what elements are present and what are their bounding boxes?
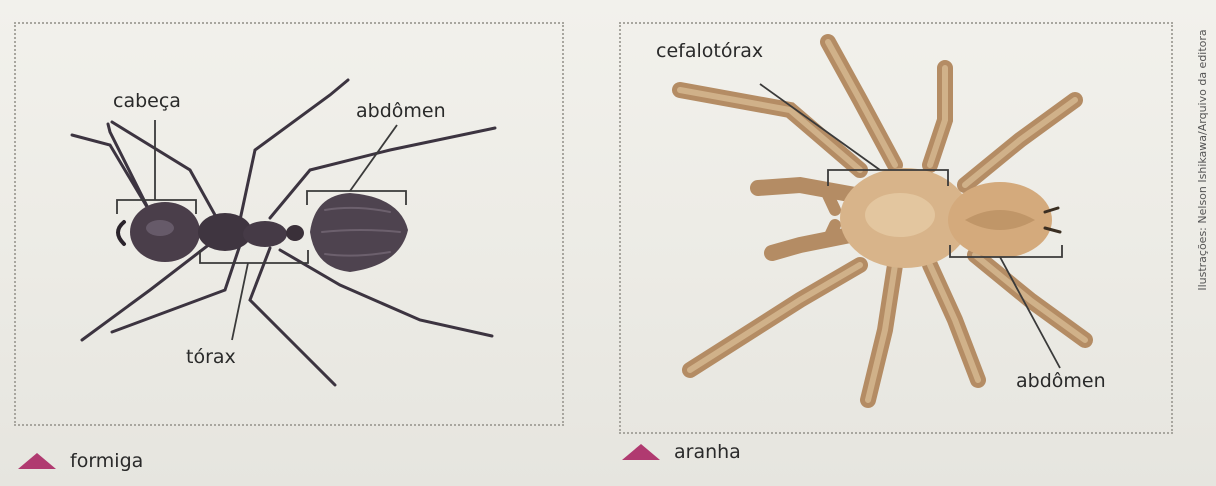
label-spider-abdomen: abdômen: [1016, 370, 1106, 392]
caption-triangle-icon: [622, 444, 660, 460]
label-thorax: tórax: [186, 346, 236, 368]
label-cephalothorax: cefalotórax: [656, 40, 763, 62]
caption-spider: aranha: [622, 441, 741, 463]
ant-illustration: [72, 80, 495, 385]
thorax-leader-line: [232, 263, 248, 340]
ant-thorax-rear: [243, 221, 287, 247]
spider-illustration: [680, 42, 1085, 400]
caption-ant-text: formiga: [70, 450, 143, 472]
caption-ant: formiga: [18, 450, 143, 472]
caption-triangle-icon: [18, 453, 56, 469]
label-ant-abdomen: abdômen: [356, 100, 446, 122]
label-head: cabeça: [113, 90, 181, 112]
illustration-credit: Ilustrações: Nelson Ishikawa/Arquivo da …: [1196, 29, 1209, 290]
caption-spider-text: aranha: [674, 441, 741, 463]
